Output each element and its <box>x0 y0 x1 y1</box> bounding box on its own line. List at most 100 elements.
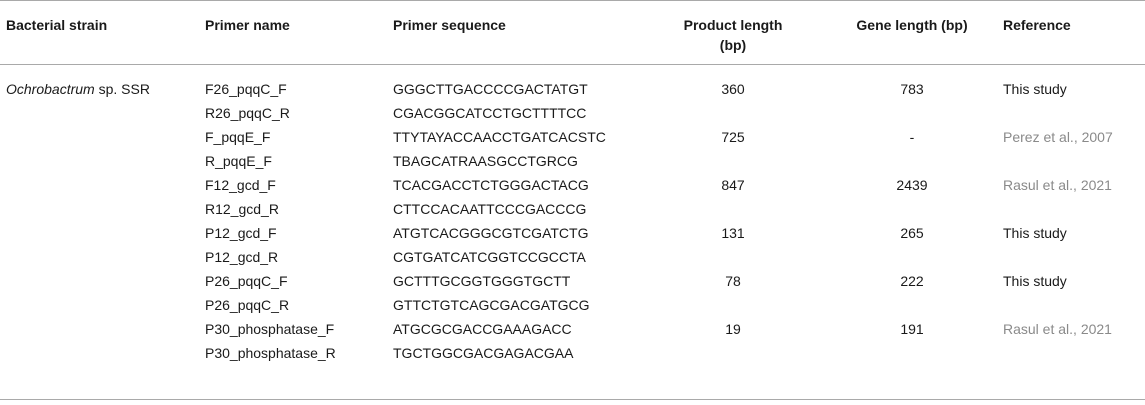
strain-species: sp. SSR <box>94 81 150 97</box>
header-product-length-line2: (bp) <box>719 37 747 53</box>
primer-name-cell: P12_gcd_R <box>205 249 279 265</box>
primer-name-cell: F26_pqqC_F <box>205 81 287 97</box>
table-row: R_pqqE_F TBAGCATRAASGCCTGRCG <box>0 149 1145 173</box>
primer-sequence-cell: CGACGGCATCCTGCTTTTCC <box>393 105 587 121</box>
product-length-cell <box>643 245 823 269</box>
reference-cell <box>1001 101 1145 125</box>
primer-name-cell: P30_phosphatase_R <box>205 345 336 361</box>
header-product-length-line1: Product length <box>683 17 783 33</box>
strain-cell-empty <box>0 101 205 125</box>
product-length-cell: 131 <box>721 225 745 241</box>
gene-length-cell <box>823 293 1001 317</box>
primer-sequence-cell: GGGCTTGACCCCGACTATGT <box>393 81 588 97</box>
table-row: P12_gcd_R CGTGATCATCGGTCCGCCTA <box>0 245 1145 269</box>
gene-length-cell: 2439 <box>896 177 928 193</box>
primer-sequence-cell: TBAGCATRAASGCCTGRCG <box>393 153 578 169</box>
reference-cell: Rasul et al., 2021 <box>1003 321 1112 337</box>
gene-length-cell: 191 <box>900 321 924 337</box>
strain-cell-empty <box>0 317 205 341</box>
strain-cell-empty <box>0 245 205 269</box>
product-length-cell <box>643 101 823 125</box>
strain-cell-empty <box>0 173 205 197</box>
reference-cell: Rasul et al., 2021 <box>1003 177 1112 193</box>
product-length-cell <box>643 197 823 221</box>
product-length-cell: 847 <box>721 177 745 193</box>
strain-cell-empty <box>0 269 205 293</box>
primer-sequence-cell: GCTTTGCGGTGGGTGCTT <box>393 273 571 289</box>
product-length-cell: 19 <box>725 321 741 337</box>
table-header: Bacterial strain Primer name Primer sequ… <box>0 0 1145 65</box>
gene-length-cell <box>823 197 1001 221</box>
table-row: F12_gcd_F TCACGACCTCTGGGACTACG 847 2439 … <box>0 173 1145 197</box>
strain-genus: Ochrobactrum <box>6 81 95 97</box>
product-length-cell <box>643 149 823 173</box>
primer-sequence-cell: CTTCCACAATTCCCGACCCG <box>393 201 587 217</box>
primer-sequence-cell: GTTCTGTCAGCGACGATGCG <box>393 297 590 313</box>
primer-name-cell: P30_phosphatase_F <box>205 321 335 337</box>
header-reference: Reference <box>1001 0 1145 65</box>
table-row: Ochrobactrum sp. SSR F26_pqqC_F GGGCTTGA… <box>0 65 1145 102</box>
reference-cell: This study <box>1003 225 1067 241</box>
primer-sequence-cell: TCACGACCTCTGGGACTACG <box>393 177 589 193</box>
gene-length-cell: 265 <box>900 225 924 241</box>
gene-length-cell <box>823 101 1001 125</box>
header-gene-length: Gene length (bp) <box>823 0 1001 65</box>
gene-length-cell: 783 <box>900 81 924 97</box>
primer-name-cell: R12_gcd_R <box>205 201 279 217</box>
product-length-cell <box>643 341 823 371</box>
gene-length-cell <box>823 341 1001 371</box>
product-length-cell: 725 <box>721 129 745 145</box>
reference-cell <box>1001 293 1145 317</box>
gene-length-cell: - <box>909 129 915 145</box>
reference-cell: This study <box>1003 273 1067 289</box>
header-product-length: Product length (bp) <box>643 0 823 65</box>
table-row: P26_pqqC_R GTTCTGTCAGCGACGATGCG <box>0 293 1145 317</box>
primer-name-cell: F_pqqE_F <box>205 129 271 145</box>
table-row: P26_pqqC_F GCTTTGCGGTGGGTGCTT 78 222 Thi… <box>0 269 1145 293</box>
strain-cell-empty <box>0 125 205 149</box>
reference-cell: Perez et al., 2007 <box>1003 129 1113 145</box>
gene-length-cell <box>823 149 1001 173</box>
product-length-cell <box>643 293 823 317</box>
product-length-cell: 360 <box>721 81 745 97</box>
primer-sequence-cell: ATGTCACGGGCGTCGATCTG <box>393 225 589 241</box>
primer-sequence-cell: ATGCGCGACCGAAAGACC <box>393 321 572 337</box>
table-row: F_pqqE_F TTYTAYACCAACCTGATCACSTC 725 - P… <box>0 125 1145 149</box>
header-row: Bacterial strain Primer name Primer sequ… <box>0 0 1145 65</box>
primer-name-cell: F12_gcd_F <box>205 177 276 193</box>
primer-sequence-cell: TGCTGGCGACGAGACGAA <box>393 345 574 361</box>
strain-cell-empty <box>0 341 205 371</box>
product-length-cell: 78 <box>725 273 741 289</box>
header-bacterial-strain: Bacterial strain <box>0 0 205 65</box>
primer-sequence-cell: TTYTAYACCAACCTGATCACSTC <box>393 129 606 145</box>
reference-cell <box>1001 341 1145 371</box>
header-primer-name: Primer name <box>205 0 393 65</box>
strain-cell-empty <box>0 293 205 317</box>
table-row: R12_gcd_R CTTCCACAATTCCCGACCCG <box>0 197 1145 221</box>
strain-cell-empty <box>0 197 205 221</box>
primer-table: Bacterial strain Primer name Primer sequ… <box>0 0 1145 372</box>
gene-length-cell: 222 <box>900 273 924 289</box>
reference-cell <box>1001 197 1145 221</box>
strain-cell-empty <box>0 149 205 173</box>
strain-cell: Ochrobactrum sp. SSR <box>0 65 205 102</box>
primer-name-cell: P26_pqqC_R <box>205 297 290 313</box>
gene-length-cell <box>823 245 1001 269</box>
table-row: P12_gcd_F ATGTCACGGGCGTCGATCTG 131 265 T… <box>0 221 1145 245</box>
table-row: P30_phosphatase_R TGCTGGCGACGAGACGAA <box>0 341 1145 371</box>
primer-name-cell: R26_pqqC_R <box>205 105 290 121</box>
primer-name-cell: R_pqqE_F <box>205 153 272 169</box>
primer-name-cell: P26_pqqC_F <box>205 273 288 289</box>
table-body: Ochrobactrum sp. SSR F26_pqqC_F GGGCTTGA… <box>0 65 1145 372</box>
primer-name-cell: P12_gcd_F <box>205 225 277 241</box>
table-bottom-rule <box>0 399 1145 400</box>
table-row: P30_phosphatase_F ATGCGCGACCGAAAGACC 19 … <box>0 317 1145 341</box>
table-row: R26_pqqC_R CGACGGCATCCTGCTTTTCC <box>0 101 1145 125</box>
strain-cell-empty <box>0 221 205 245</box>
primer-sequence-cell: CGTGATCATCGGTCCGCCTA <box>393 249 586 265</box>
reference-cell <box>1001 149 1145 173</box>
reference-cell: This study <box>1003 81 1067 97</box>
reference-cell <box>1001 245 1145 269</box>
header-primer-sequence: Primer sequence <box>393 0 643 65</box>
